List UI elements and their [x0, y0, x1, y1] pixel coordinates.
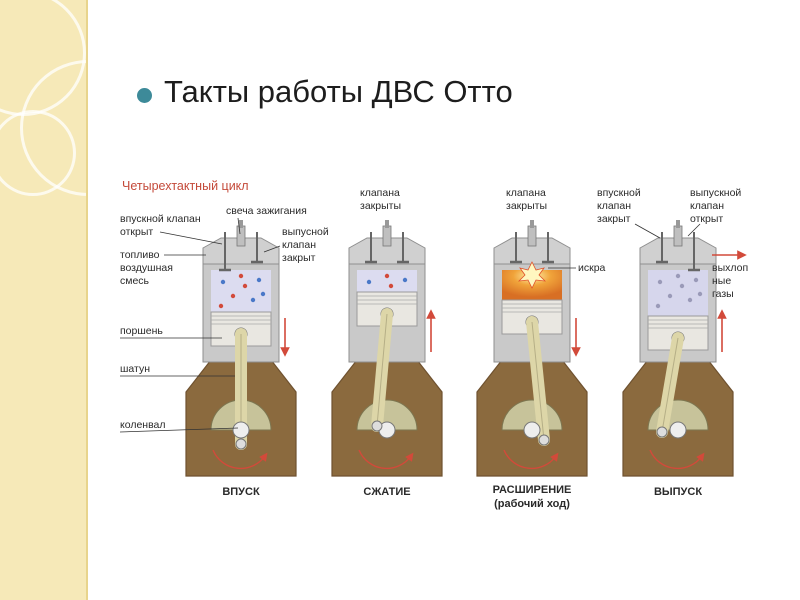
decorative-left-band	[0, 0, 156, 600]
labels-cylinder-1: впускной клапан открыт свеча зажигания в…	[119, 205, 329, 433]
mixture-particle-4	[657, 279, 663, 285]
spark-flash-icon	[517, 261, 547, 289]
spark-plug-4	[673, 225, 683, 247]
rotation-arrow-2	[358, 449, 414, 470]
label-spark: искра	[578, 262, 606, 274]
label-intake-valve: впускной клапан	[120, 213, 201, 225]
label-fuel-mix-1: топливо	[120, 249, 160, 261]
spark-plug-tip-3	[530, 220, 534, 228]
crank-pin-2	[371, 420, 383, 432]
label-exhaust-valve-1: выпусной	[282, 226, 329, 238]
mixture-particle-2	[366, 279, 372, 285]
mixture-particle-2	[402, 277, 408, 283]
label-fuel-mix-3: смесь	[120, 275, 150, 287]
mixture-particle-4	[687, 297, 693, 303]
label-exhaust-open-1: выпускной	[690, 187, 741, 199]
label-valves-closed-a-1: клапана	[360, 187, 400, 199]
combustion-chamber-2	[357, 270, 417, 292]
stroke-name-intake: ВПУСК	[222, 486, 260, 498]
label-exhaust-gas-1: выхлоп	[712, 262, 748, 274]
spark-plug-3	[527, 225, 537, 247]
label-fuel-mix-2: воздушная	[120, 262, 173, 274]
bullet-icon	[137, 88, 152, 103]
mixture-particle-1	[220, 279, 226, 285]
crankshaft-3	[523, 421, 541, 439]
slide-title: Такты работы ДВС Отто	[164, 74, 513, 109]
decorative-divider	[86, 0, 88, 600]
diagram-heading: Четырехтактный цикл	[122, 179, 249, 193]
mixture-particle-4	[679, 283, 685, 289]
decorative-circle	[0, 110, 76, 196]
label-intake-closed-1: впускной	[597, 187, 641, 199]
label-valves-closed-b-2: закрыты	[506, 200, 547, 212]
stroke-name-compression: СЖАТИЕ	[363, 486, 410, 498]
cylinder-head-2	[348, 237, 426, 265]
mixture-particle-1	[260, 291, 266, 297]
label-intake-closed-3: закрыт	[597, 213, 631, 225]
stroke-name-power: РАСШИРЕНИЕ	[493, 484, 572, 496]
label-exhaust-valve-3: закрыт	[282, 252, 316, 264]
stroke-name-exhaust: ВЫПУСК	[654, 486, 702, 498]
label-conrod: шатун	[120, 363, 150, 375]
label-exhaust-open-3: открыт	[690, 213, 723, 225]
crankshaft-4	[669, 421, 687, 439]
mixture-particle-1	[250, 297, 256, 303]
label-spark-plug: свеча зажигания	[226, 205, 307, 217]
cylinder-head-4	[639, 237, 717, 265]
label-intake-valve-state: открыт	[120, 226, 153, 238]
labels-cylinder-3: клапана закрыты искра	[506, 187, 606, 274]
spark-plug-tip-4	[676, 220, 680, 228]
label-crankshaft: коленвал	[120, 419, 166, 431]
connecting-rod-edge-3	[531, 321, 545, 441]
connecting-rod-edge-2	[376, 313, 388, 427]
spark-plug-tip-1	[239, 220, 243, 228]
mixture-particle-4	[697, 291, 703, 297]
label-exhaust-gas-3: газы	[712, 288, 734, 300]
mixture-particle-4	[655, 303, 661, 309]
labels-cylinder-4: впускной клапан закрыт выпускной клапан …	[597, 187, 748, 300]
crank-pin-4	[656, 426, 668, 438]
crankshaft-1	[232, 421, 250, 439]
rotation-arrow-1	[212, 449, 268, 470]
rotation-arrow-4	[649, 449, 705, 470]
rotation-arrow-3	[503, 449, 559, 470]
crank-pin-1	[235, 438, 247, 450]
connecting-rod-edge-4	[661, 337, 679, 433]
labels-cylinder-2: клапана закрыты	[360, 187, 401, 212]
label-intake-closed-2: клапан	[597, 200, 631, 212]
mixture-particle-1	[230, 293, 236, 299]
mixture-particle-1	[218, 303, 224, 309]
mixture-particle-4	[675, 273, 681, 279]
crank-pin-3	[538, 434, 550, 446]
mixture-particle-2	[388, 283, 394, 289]
stroke-subname-power: (рабочий ход)	[494, 498, 570, 510]
label-exhaust-valve-2: клапан	[282, 239, 316, 251]
cylinder-head-3	[493, 237, 571, 265]
label-valves-closed-a-2: закрыты	[360, 200, 401, 212]
cylinder-head-1	[202, 237, 280, 265]
cylinders-group	[185, 220, 734, 477]
mixture-particle-4	[693, 277, 699, 283]
mixture-particle-2	[384, 273, 390, 279]
mixture-particle-1	[256, 277, 262, 283]
label-exhaust-open-2: клапан	[690, 200, 724, 212]
mixture-particle-4	[667, 293, 673, 299]
label-exhaust-gas-2: ные	[712, 275, 731, 287]
spark-plug-tip-2	[385, 220, 389, 228]
mixture-particle-1	[242, 283, 248, 289]
spark-plug-2	[382, 225, 392, 247]
spark-plug-1	[236, 225, 246, 247]
label-valves-closed-b-1: клапана	[506, 187, 546, 199]
mixture-particle-1	[238, 273, 244, 279]
label-piston: поршень	[120, 325, 163, 337]
